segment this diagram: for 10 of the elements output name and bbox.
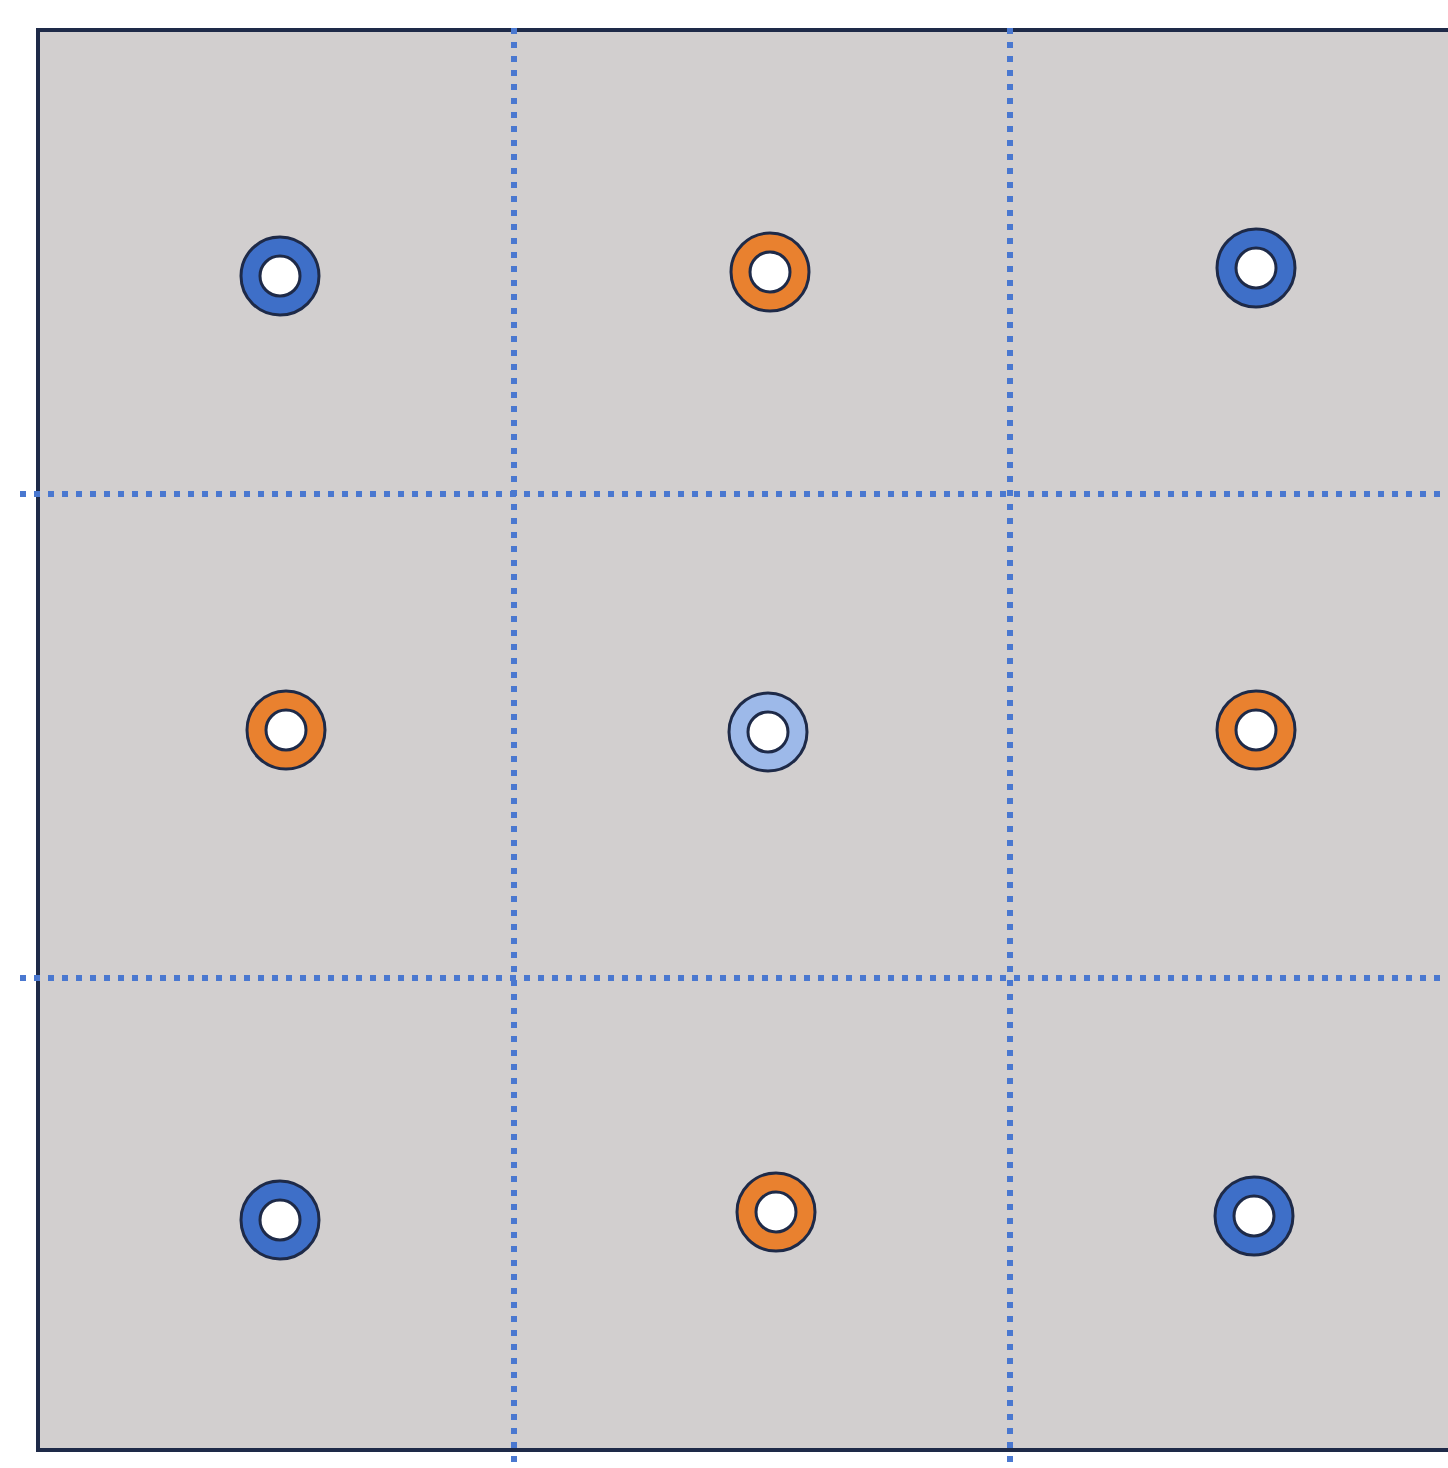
ring-marker <box>1210 1172 1298 1260</box>
ring-marker <box>236 1176 324 1264</box>
ring-marker <box>732 1168 820 1256</box>
ring-marker <box>1212 224 1300 312</box>
ring-marker <box>242 686 330 774</box>
ring-marker <box>726 228 814 316</box>
ring-marker <box>724 688 812 776</box>
panel-background <box>36 28 1448 1452</box>
ring-marker <box>236 232 324 320</box>
ring-marker <box>1212 686 1300 774</box>
